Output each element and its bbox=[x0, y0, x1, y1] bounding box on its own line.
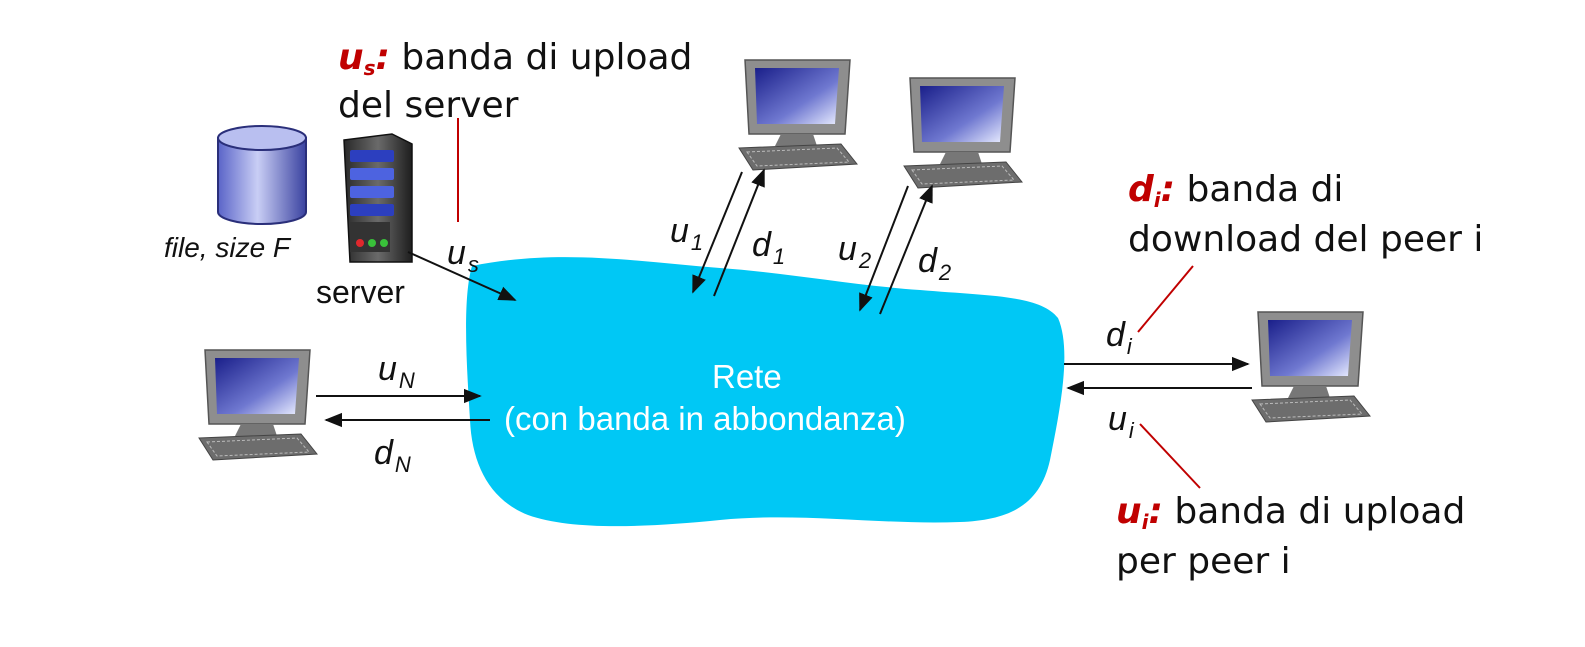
label-us: us bbox=[447, 234, 479, 277]
label-dn: dN bbox=[374, 434, 411, 477]
label-d2: d2 bbox=[918, 242, 952, 285]
annotation-ui-line2: per peer i bbox=[1116, 541, 1291, 582]
peer-i-computer-icon bbox=[1251, 311, 1371, 423]
arrow-us bbox=[407, 251, 517, 301]
server-icon bbox=[343, 133, 413, 263]
annotation-di: di: banda di bbox=[1128, 169, 1344, 212]
network-subtitle: (con banda in abbondanza) bbox=[504, 400, 906, 437]
label-un: uN bbox=[378, 350, 415, 393]
network-cloud bbox=[466, 257, 1065, 527]
annotation-us-line2: del server bbox=[338, 85, 519, 126]
annotation-us: us: banda di upload bbox=[338, 37, 693, 80]
arrow-d2 bbox=[879, 184, 933, 315]
label-d1: d1 bbox=[752, 226, 786, 269]
label-ui: ui bbox=[1108, 400, 1134, 443]
peer-1-computer-icon bbox=[738, 59, 858, 171]
peer-2-computer-icon bbox=[903, 77, 1023, 189]
annotation-di-line2: download del peer i bbox=[1128, 219, 1484, 260]
arrow-u2 bbox=[859, 185, 909, 312]
label-u2: u2 bbox=[838, 230, 872, 273]
peer-n-computer-icon bbox=[198, 349, 318, 461]
leader-ui bbox=[1139, 423, 1201, 489]
server-label: server bbox=[316, 274, 405, 310]
arrow-d1 bbox=[713, 168, 765, 297]
file-icon bbox=[217, 125, 307, 225]
leader-di bbox=[1137, 265, 1194, 333]
network-title: Rete bbox=[712, 358, 782, 395]
annotation-ui: ui: banda di upload bbox=[1116, 491, 1466, 534]
label-u1: u1 bbox=[670, 212, 704, 255]
label-di: di bbox=[1106, 316, 1132, 359]
file-label: file, size F bbox=[164, 232, 291, 263]
arrow-u1 bbox=[692, 171, 743, 294]
